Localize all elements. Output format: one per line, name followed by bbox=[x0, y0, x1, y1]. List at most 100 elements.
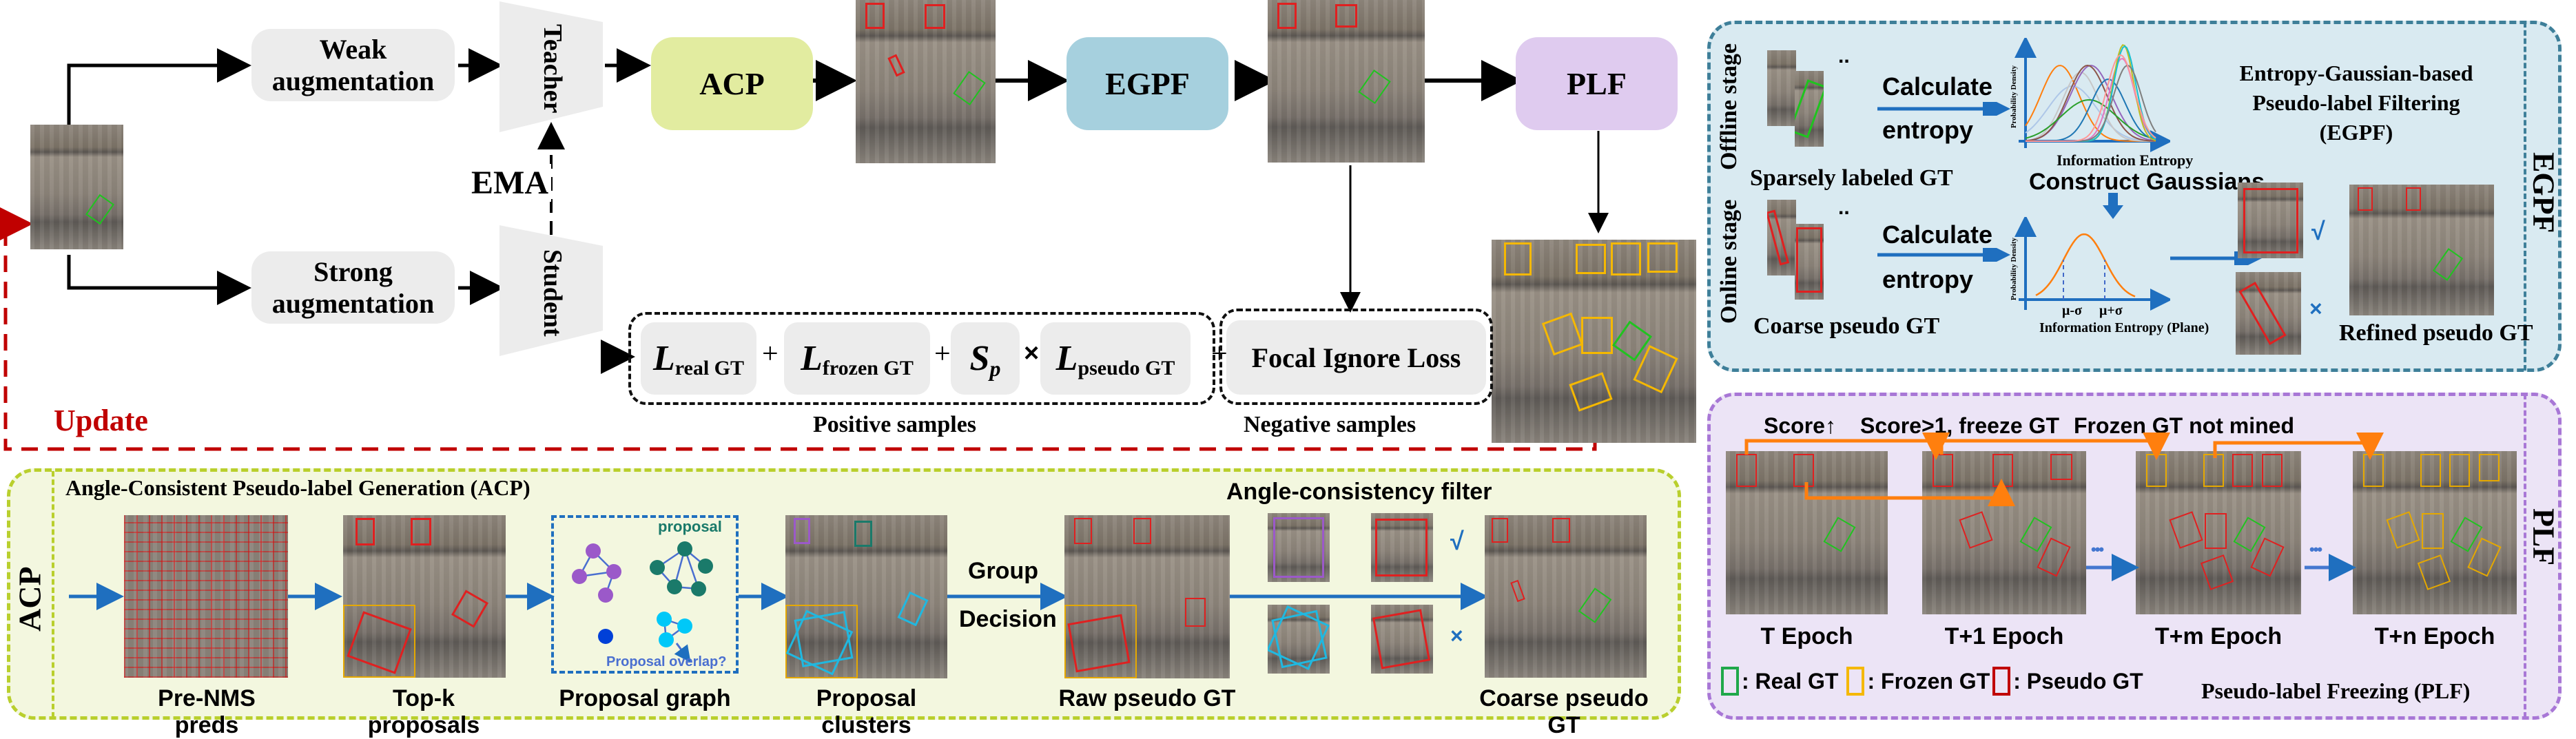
weak-augmentation-box: Weak augmentation bbox=[251, 29, 455, 101]
legend-pseudo-gt-swatch bbox=[1992, 667, 2011, 696]
plf-epoch-tn-image bbox=[2353, 451, 2517, 614]
filter-purple-thumb bbox=[1268, 513, 1330, 582]
sparsely-labeled-gt-label: Sparsely labeled GT bbox=[1750, 165, 1953, 191]
epoch-t1-label: T+1 Epoch bbox=[1944, 623, 2064, 649]
gaussian-curve-2 bbox=[2025, 72, 2156, 142]
decision-label: Decision bbox=[959, 606, 1057, 632]
ellipsis-online: .. bbox=[1838, 196, 1850, 219]
legend-frozen-gt-label: : Frozen GT bbox=[1867, 668, 1990, 694]
loss-frozen-sub: frozen GT bbox=[822, 356, 914, 379]
egpf-title-line2: Pseudo-label Filtering bbox=[2252, 90, 2460, 116]
legend-real-gt-swatch bbox=[1721, 667, 1739, 696]
egpf-output-image bbox=[1268, 0, 1425, 163]
plf-module-box: PLF bbox=[1516, 37, 1678, 130]
egpf-side-label: EGPF bbox=[2526, 152, 2561, 233]
proposal-graph-svg bbox=[572, 541, 713, 663]
loss-symbol: L bbox=[801, 339, 823, 378]
down-arrow-gaussians bbox=[2103, 193, 2123, 219]
update-dashed-loop bbox=[0, 207, 1597, 451]
mu-minus-sigma-label: μ-σ bbox=[2062, 303, 2082, 318]
proposal-graph-box bbox=[551, 515, 739, 674]
weak-aug-line1: Weak bbox=[319, 33, 387, 65]
plf-legend: : Real GT : Frozen GT : Pseudo GT bbox=[1721, 667, 2143, 696]
plf-side-label: PLF bbox=[2526, 508, 2561, 566]
acp-title: Angle-Consistent Pseudo-label Generation… bbox=[65, 475, 530, 500]
gaussian-curve-4 bbox=[2025, 64, 2156, 142]
negative-samples-label: Negative samples bbox=[1244, 412, 1416, 437]
acp-side-divider bbox=[52, 471, 54, 718]
plus-1: + bbox=[762, 338, 779, 370]
chart2-xlabel: Information Entropy (Plane) bbox=[2039, 320, 2209, 335]
frozen-not-mined-label: Frozen GT not mined bbox=[2074, 413, 2294, 438]
plf-ellipsis-1: ••• bbox=[2091, 541, 2104, 558]
update-label: Update bbox=[54, 404, 148, 437]
input-aerial-image bbox=[30, 125, 123, 249]
coarse-pseudo-gt-image bbox=[1485, 515, 1647, 678]
loss-pseudo-sub: pseudo GT bbox=[1078, 356, 1175, 379]
rejected-thumb bbox=[2236, 272, 2301, 355]
offline-arrow bbox=[1877, 102, 2010, 116]
entropy-label-online: entropy bbox=[1882, 265, 1974, 293]
strong-aug-line1: Strong bbox=[313, 256, 393, 287]
coarse-gt-thumb-back bbox=[1767, 200, 1796, 275]
raw-pseudo-gt-image bbox=[1064, 515, 1230, 678]
graph-overlap-label: Proposal overlap? bbox=[606, 654, 727, 669]
strong-aug-line2: augmentation bbox=[271, 287, 435, 319]
plf-side-divider bbox=[2524, 394, 2526, 718]
egpf-title-line3: (EGPF) bbox=[2319, 120, 2393, 145]
accept-check-icon: √ bbox=[2311, 217, 2325, 245]
graph-proposal-label: proposal bbox=[658, 518, 722, 535]
weak-aug-line2: augmentation bbox=[271, 65, 435, 96]
group-label: Group bbox=[968, 558, 1038, 584]
loss-symbol: L bbox=[1055, 339, 1078, 378]
score-up-label: Score↑ bbox=[1764, 413, 1836, 438]
gaussian-curve-5 bbox=[2025, 98, 2156, 140]
filter-accepted-thumb bbox=[1371, 513, 1433, 582]
teacher-label: Teacher bbox=[538, 24, 567, 114]
refined-pseudo-gt-image bbox=[2349, 185, 2494, 315]
calculate-label-online: Calculate bbox=[1882, 220, 1993, 249]
egpf-side-divider bbox=[2524, 22, 2526, 371]
epoch-tm-label: T+m Epoch bbox=[2154, 623, 2283, 649]
score-freeze-label: Score>1, freeze GT bbox=[1860, 413, 2060, 438]
acp-output-image bbox=[856, 0, 996, 163]
plane-gaussian-chart bbox=[2015, 217, 2170, 311]
plf-epoch-t-image bbox=[1726, 451, 1888, 614]
online-arrow bbox=[1877, 248, 2010, 262]
pre-nms-preds-image bbox=[124, 515, 288, 678]
ema-label: EMA bbox=[468, 164, 551, 202]
coarse-gt-thumb-front bbox=[1795, 224, 1824, 300]
plus-2: + bbox=[934, 338, 951, 370]
plf-epoch-t1-image bbox=[1922, 451, 2086, 614]
gaussian-curve-0 bbox=[2025, 65, 2156, 142]
egpf-module-box: EGPF bbox=[1067, 37, 1228, 130]
angle-consistency-filter-label: Angle-consistency filter bbox=[1226, 479, 1492, 505]
gaussian-curve-11 bbox=[2026, 54, 2156, 142]
times-sign: × bbox=[1024, 339, 1040, 368]
positive-loss-group bbox=[628, 312, 1215, 405]
ellipsis-offline: .. bbox=[1838, 45, 1850, 67]
legend-frozen-gt-swatch bbox=[1846, 667, 1865, 696]
epoch-t-label: T Epoch bbox=[1760, 623, 1853, 649]
entropy-label-offline: entropy bbox=[1882, 116, 1974, 144]
purple-cluster-nodes bbox=[572, 543, 621, 603]
chart1-xlabel: Information Entropy bbox=[2057, 152, 2194, 169]
plane-gaussian-curve bbox=[2035, 233, 2136, 298]
loss-real-sub: real GT bbox=[674, 356, 745, 379]
student-label: Student bbox=[538, 249, 567, 337]
student-trapezoid bbox=[499, 225, 603, 356]
sparse-gt-thumb-front bbox=[1795, 71, 1824, 147]
acp-accept-check-icon: √ bbox=[1450, 527, 1464, 555]
accepted-thumb bbox=[2238, 183, 2303, 258]
coarse-pseudo-gt-label: Coarse pseudo GT bbox=[1753, 313, 1940, 339]
sparse-gt-thumb-back bbox=[1767, 50, 1796, 126]
reject-cross-icon: × bbox=[2309, 296, 2322, 321]
refined-pseudo-gt-label: Refined pseudo GT bbox=[2339, 320, 2533, 346]
epoch-tn-label: T+n Epoch bbox=[2374, 623, 2495, 649]
gaussians-chart bbox=[2015, 38, 2170, 152]
plf-title: Pseudo-label Freezing (PLF) bbox=[2201, 678, 2471, 703]
positive-samples-label: Positive samples bbox=[813, 412, 977, 437]
